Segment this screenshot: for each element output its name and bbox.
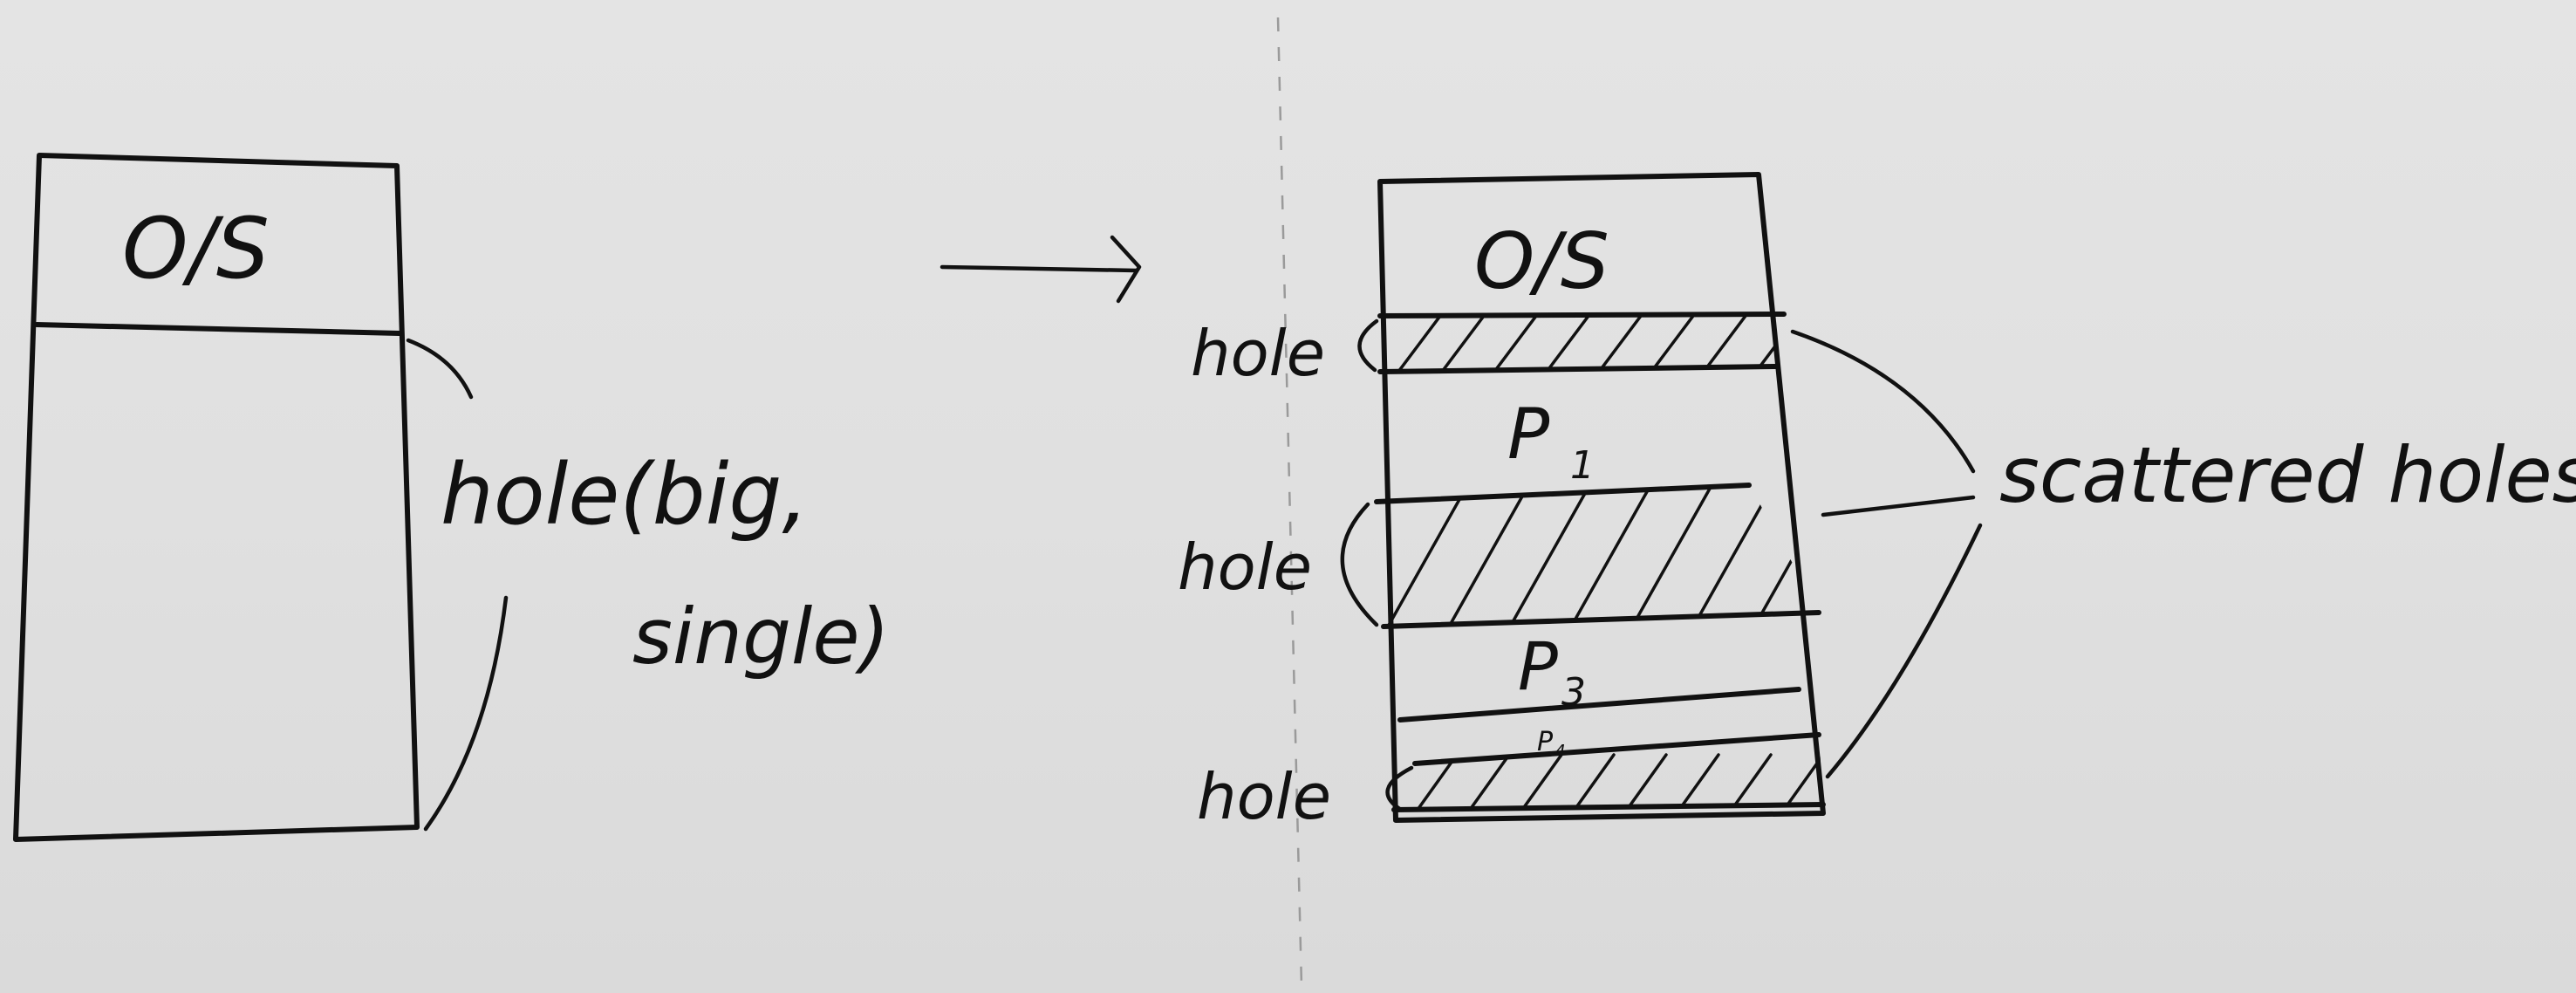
arrow-shaft: [940, 264, 1138, 273]
callout-line-bottom: [1825, 523, 1983, 779]
left-hole-label-line2: single): [632, 592, 890, 681]
hole-2-bracket: [1340, 502, 1379, 627]
left-memory-diagram: O/S hole(big, single): [13, 153, 890, 842]
callout-line-top: [1790, 329, 1976, 474]
scattered-holes-label: scattered holes: [1999, 430, 2576, 520]
hole-3-bracket: [1385, 765, 1414, 812]
left-os-divider: [34, 322, 402, 336]
left-hole-brace-bottom: [423, 595, 509, 832]
hole-label-3: hole: [1197, 760, 1331, 833]
right-os-label: O/S: [1474, 216, 1609, 306]
right-memory-box: [1377, 172, 1826, 823]
hole-1-hatching: [1394, 314, 1776, 372]
center-fold-line: [1276, 17, 1303, 987]
process-p1-label: P: [1507, 394, 1550, 475]
partition-p1-bottom: [1374, 483, 1752, 504]
process-p1-subscript: 1: [1570, 443, 1595, 488]
partition-hole2-bottom: [1381, 610, 1821, 629]
partition-hole1-bottom: [1377, 364, 1779, 374]
arrow-head: [1110, 235, 1142, 304]
left-os-label: O/S: [122, 200, 270, 298]
left-memory-box: [13, 153, 420, 842]
process-p3-subscript: 3: [1561, 670, 1586, 715]
partition-hole3-bottom: [1391, 802, 1826, 812]
hole-1-bracket: [1357, 318, 1379, 373]
right-memory-diagram: O/S P 1 P 3 P 4 hole hole hole scattered…: [1178, 172, 2576, 833]
process-p4-subscript: 4: [1554, 741, 1566, 762]
partition-p4-bottom: [1412, 732, 1821, 766]
hole-label-2: hole: [1178, 531, 1312, 604]
transition-arrow: [940, 235, 1142, 304]
process-p3-label: P: [1518, 627, 1558, 705]
process-p4-label: P: [1537, 727, 1554, 757]
hole-label-1: hole: [1191, 317, 1325, 390]
hole-3-hatching: [1411, 753, 1823, 812]
left-hole-brace-top: [406, 338, 474, 400]
callout-line-middle: [1821, 495, 1976, 517]
partition-p3-bottom: [1397, 687, 1801, 722]
hole-2-hatching: [1385, 487, 1819, 627]
left-hole-label-line1: hole(big,: [441, 446, 809, 544]
partition-os-bottom: [1377, 312, 1787, 318]
